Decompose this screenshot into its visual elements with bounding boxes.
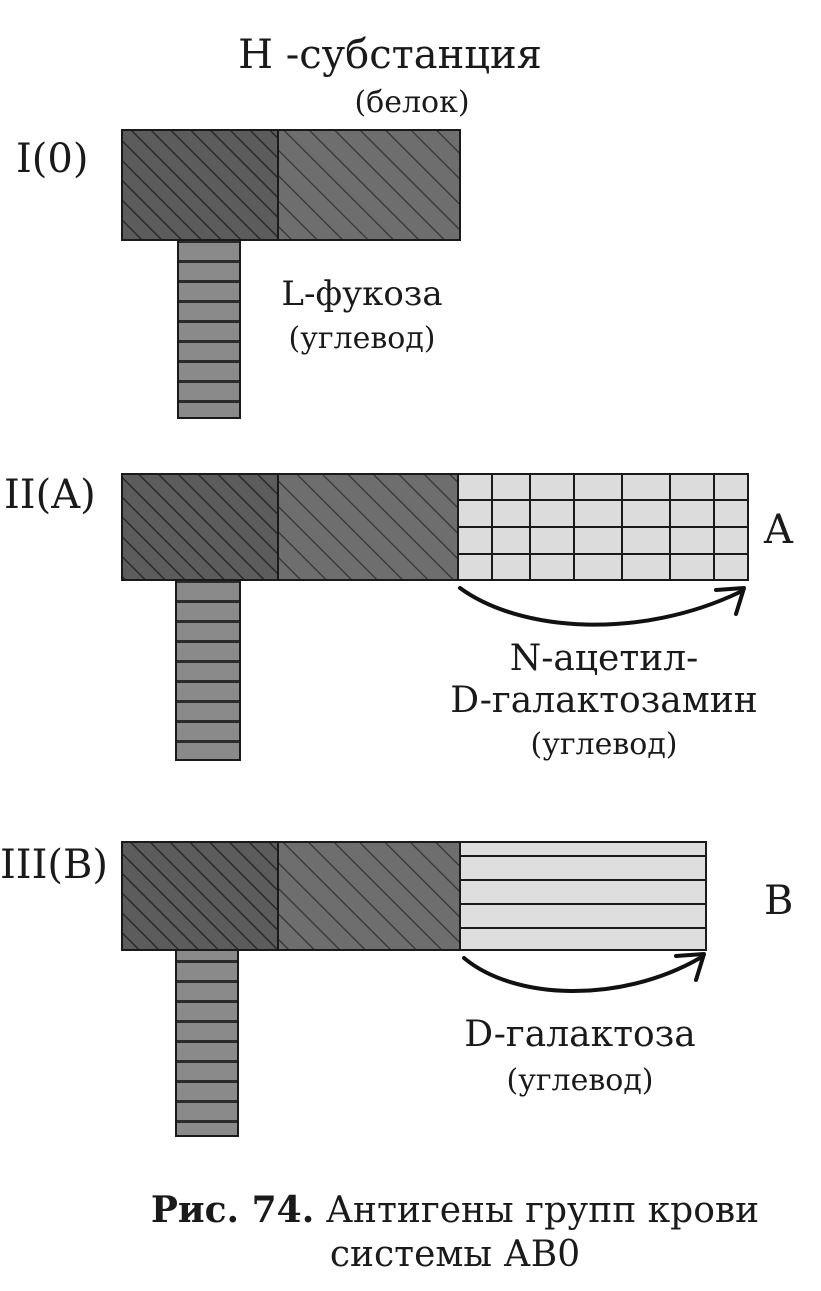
protein-block-left	[121, 473, 279, 581]
group-label-ii-a: II(A)	[4, 472, 96, 518]
protein-block-left	[121, 129, 279, 241]
galactose-striped-block	[459, 841, 707, 951]
fucose-stem	[177, 239, 241, 419]
galactosamine-carb-label: (углевод)	[530, 727, 677, 762]
group-ii-a: II(A) A N-ацетил- D-галактозамин (углево…	[4, 472, 794, 762]
protein-block-left	[121, 841, 279, 951]
h-substance-label: H -субстанция	[238, 32, 542, 78]
antigen-letter-b: B	[764, 878, 793, 924]
protein-block-right	[277, 473, 459, 581]
caption-line-1: Рис. 74. Антигены групп крови	[151, 1189, 759, 1231]
caption-line-2: системы АВ0	[330, 1234, 580, 1275]
caption-number: Рис. 74.	[151, 1189, 314, 1231]
group-iii-b: III(B) B D-галактоза (углевод)	[0, 841, 793, 1137]
group-label-i-0: I(0)	[16, 136, 88, 182]
protein-block-right	[277, 129, 461, 241]
arrow-head-a	[714, 586, 746, 616]
galactose-label: D-галактоза	[464, 1014, 696, 1055]
galactosamine-grid-block	[457, 473, 749, 581]
galactose-carb-label: (углевод)	[506, 1063, 653, 1098]
protein-block-right	[277, 841, 461, 951]
arrow-curve-b	[462, 956, 702, 993]
figure-caption: Рис. 74. Антигены групп крови системы АВ…	[151, 1189, 759, 1275]
antigen-letter-a: A	[763, 507, 794, 553]
protein-label: (белок)	[354, 85, 469, 120]
fucose-stem	[175, 579, 241, 761]
fucose-stem	[175, 949, 239, 1137]
arrow-curve-a	[458, 586, 742, 627]
acetyl-label: N-ацетил-	[510, 638, 699, 679]
fucose-carb-label: (углевод)	[288, 321, 435, 356]
group-i-0: I(0) H -субстанция (белок) L-фукоза (угл…	[16, 32, 542, 419]
fucose-label: L-фукоза	[281, 274, 442, 314]
caption-text: Антигены групп крови	[326, 1190, 759, 1231]
group-label-iii-b: III(B)	[0, 842, 108, 888]
galactosamine-label: D-галактозамин	[450, 680, 758, 721]
arrow-head-b	[674, 952, 706, 982]
